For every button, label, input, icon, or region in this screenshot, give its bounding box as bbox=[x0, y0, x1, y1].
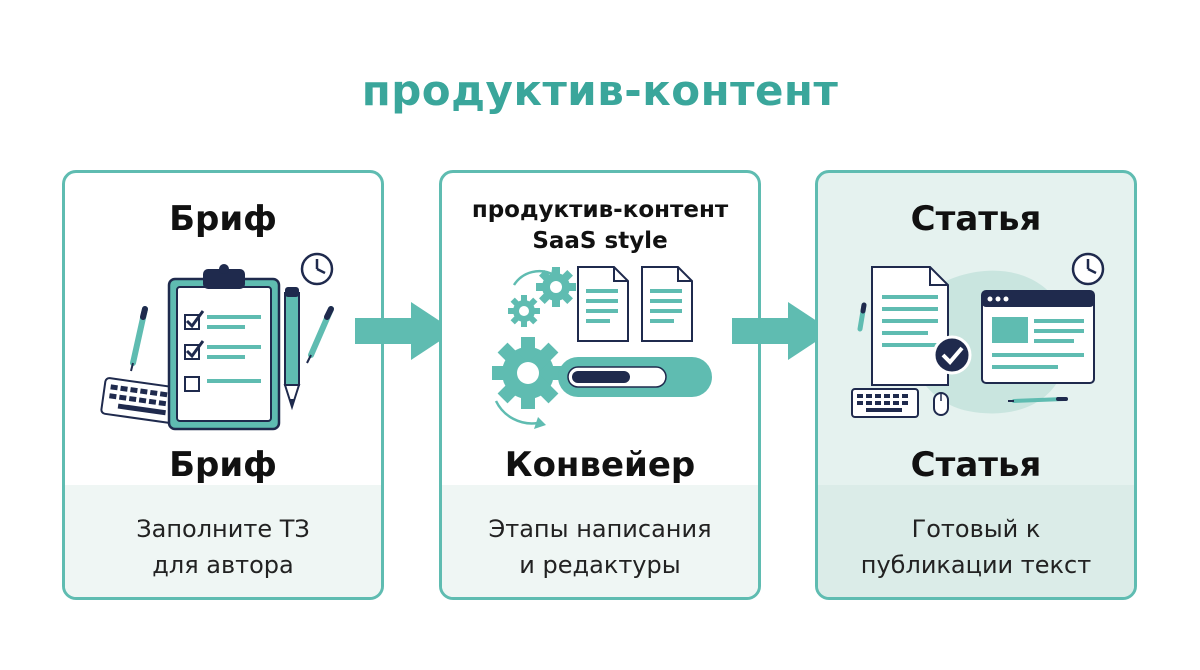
clock-icon bbox=[1071, 252, 1105, 286]
header-line: продуктив-контент bbox=[471, 197, 729, 223]
step-card-article: Статья bbox=[815, 170, 1137, 600]
mouse-icon bbox=[933, 392, 949, 416]
clock-icon bbox=[300, 252, 334, 286]
step-card-brief: Бриф bbox=[62, 170, 384, 600]
card-description: Заполните ТЗ для автора bbox=[65, 511, 381, 583]
card-lower-panel bbox=[442, 485, 758, 597]
pen-icon bbox=[306, 306, 334, 364]
keyboard-icon bbox=[851, 388, 919, 418]
gears-icon bbox=[492, 267, 700, 409]
card-description: Этапы написания и редактуры bbox=[442, 511, 758, 583]
card-description: Готовый к публикации текст bbox=[818, 511, 1134, 583]
article-illustration bbox=[851, 252, 1105, 418]
card-header: продуктив-контент SaaS style bbox=[442, 195, 758, 257]
header-line: SaaS style bbox=[532, 228, 668, 254]
pen-icon bbox=[857, 302, 867, 332]
documents-icon bbox=[577, 266, 693, 342]
clipboard-checklist-icon bbox=[167, 264, 281, 431]
description-line: Заполните ТЗ bbox=[136, 515, 310, 543]
card-title: Бриф bbox=[169, 445, 277, 485]
pen-icon bbox=[1008, 397, 1068, 403]
description-line: публикации текст bbox=[860, 551, 1092, 579]
card-lower-panel bbox=[65, 485, 381, 597]
card-title: Конвейер bbox=[504, 445, 696, 485]
diagram-title: продуктив-контент bbox=[361, 66, 839, 115]
arrow-right-icon bbox=[355, 302, 455, 360]
pencil-icon bbox=[283, 287, 301, 411]
card-header: Статья bbox=[910, 199, 1042, 239]
card-header: Бриф bbox=[169, 199, 277, 239]
pen-icon bbox=[130, 306, 148, 372]
description-line: для автора bbox=[152, 551, 294, 579]
document-icon bbox=[871, 266, 949, 386]
step-card-pipeline: продуктив-контент SaaS style bbox=[439, 170, 761, 600]
arrow-right-icon bbox=[732, 302, 832, 360]
card-title: Статья bbox=[910, 445, 1042, 485]
progress-bar-icon bbox=[558, 357, 712, 397]
pipeline-illustration bbox=[492, 266, 712, 429]
checkmark-badge-icon bbox=[932, 335, 972, 375]
card-lower-panel bbox=[818, 485, 1134, 597]
description-line: Готовый к bbox=[911, 515, 1041, 543]
browser-window-icon bbox=[981, 290, 1095, 384]
brief-illustration bbox=[100, 252, 334, 431]
description-line: и редактуры bbox=[519, 551, 681, 579]
description-line: Этапы написания bbox=[488, 515, 712, 543]
